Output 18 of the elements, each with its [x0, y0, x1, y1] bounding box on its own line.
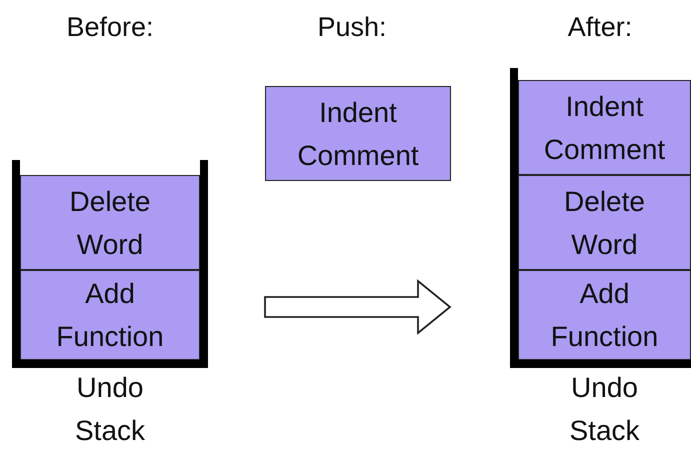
item-text: Add Function [55, 277, 165, 354]
item-text: Indent Comment [542, 90, 666, 166]
stack-label: Undo Stack [568, 371, 641, 448]
stack-item [20, 270, 200, 360]
block-arrow [264, 279, 452, 335]
item-text: Delete Word [563, 184, 646, 262]
item-text: Indent Comment [296, 96, 420, 172]
column-heading: Push: [317, 12, 387, 43]
stack-item [518, 270, 691, 360]
column-heading: After: [568, 12, 632, 43]
stack-item [518, 175, 691, 270]
stack-item [20, 175, 200, 270]
item-text: Add Function [550, 277, 660, 354]
column-heading: Before: [66, 12, 154, 43]
stack-item [265, 86, 451, 181]
item-text: Delete Word [68, 184, 152, 262]
stack-label: Undo Stack [74, 371, 146, 448]
stack-item [518, 80, 691, 175]
